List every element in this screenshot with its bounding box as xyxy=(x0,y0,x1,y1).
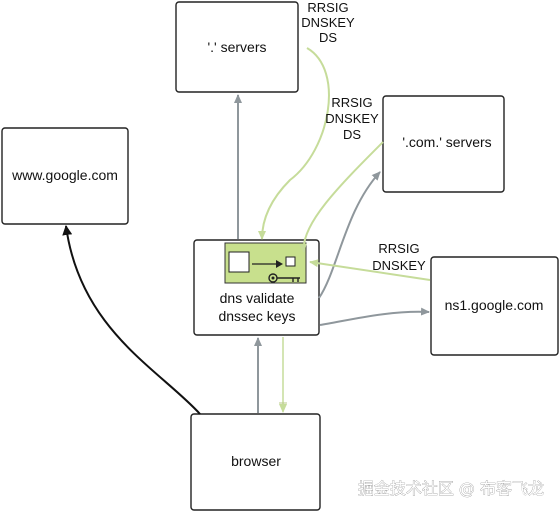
response-arrow-from-com xyxy=(298,141,384,253)
validator-label-line1: dns validate xyxy=(220,290,295,306)
root-servers-label: '.' servers xyxy=(207,39,266,55)
response-arrow-from-ns1 xyxy=(309,259,431,281)
response-arrow-from-root xyxy=(258,47,330,240)
com-servers-box xyxy=(382,95,505,193)
com-servers-label: '.com.' servers xyxy=(402,134,491,150)
ns1-box xyxy=(430,256,559,356)
root-rr-annotation: RRSIG DNSKEY DS xyxy=(301,0,355,45)
ns1-rr-rrsig: RRSIG xyxy=(378,241,419,256)
query-arrow-to-com xyxy=(318,171,381,299)
com-rr-rrsig: RRSIG xyxy=(331,95,372,110)
com-rr-annotation: RRSIG DNSKEY DS xyxy=(325,95,379,142)
com-rr-dnskey: DNSKEY xyxy=(325,111,379,126)
key-validation-icon xyxy=(224,242,307,284)
validator-label-line2: dnssec keys xyxy=(218,308,295,324)
watermark: 掘金技术社区 @ 布客飞龙 xyxy=(358,479,544,498)
browser-box xyxy=(190,413,321,511)
ns1-rr-annotation: RRSIG DNSKEY xyxy=(372,241,426,273)
browser-label: browser xyxy=(231,453,281,469)
root-rr-dnskey: DNSKEY xyxy=(301,15,355,30)
root-servers-box xyxy=(175,1,299,93)
ns1-rr-dnskey: DNSKEY xyxy=(372,258,426,273)
root-rr-rrsig: RRSIG xyxy=(307,0,348,15)
browser-to-google-arrow xyxy=(62,225,201,415)
ns1-label: ns1.google.com xyxy=(445,297,544,313)
query-arrow-to-ns1 xyxy=(319,307,430,326)
root-rr-ds: DS xyxy=(319,30,337,45)
google-label: www.google.com xyxy=(11,167,118,183)
google-box xyxy=(1,127,129,225)
com-rr-ds: DS xyxy=(343,127,361,142)
